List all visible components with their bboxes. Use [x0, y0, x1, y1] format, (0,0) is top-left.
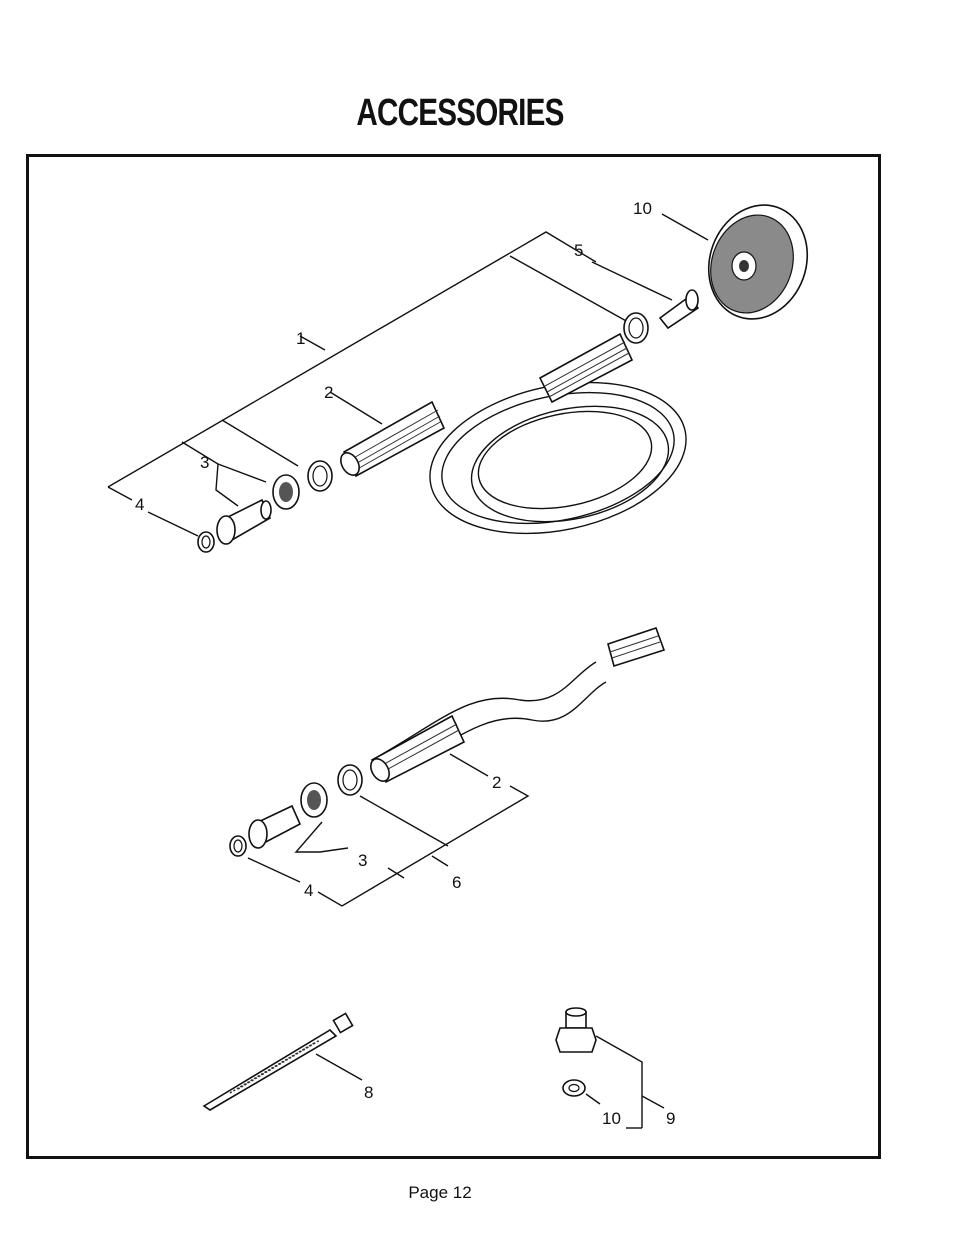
callout-1: 1 — [296, 329, 305, 348]
adapter-9 — [555, 1007, 665, 1128]
callout-4-lower: 4 — [304, 881, 313, 900]
washer-10 — [562, 1079, 642, 1129]
leader-lines-upper — [107, 213, 709, 537]
page-title: ACCESSORIES — [356, 92, 564, 134]
callout-3-upper: 3 — [200, 453, 209, 472]
leader-lines-lower — [247, 753, 530, 907]
callout-5: 5 — [574, 241, 583, 260]
diagram-frame — [26, 154, 881, 1159]
filter-disc-10 — [707, 204, 809, 320]
fittings-lower — [229, 764, 363, 857]
callout-10-upper: 10 — [633, 199, 652, 218]
callout-8: 8 — [364, 1083, 373, 1102]
callout-6: 6 — [452, 873, 461, 892]
hose-lower — [370, 626, 666, 784]
callout-3-lower: 3 — [358, 851, 367, 870]
callout-2-upper: 2 — [324, 383, 333, 402]
callout-2-lower: 2 — [492, 773, 501, 792]
callout-10-lower: 10 — [602, 1109, 621, 1128]
cable-tie-8 — [202, 1012, 363, 1111]
fittings-upper — [197, 289, 700, 553]
hose-upper — [340, 332, 687, 535]
callout-9: 9 — [666, 1109, 675, 1128]
callout-4-upper: 4 — [135, 495, 144, 514]
page-number: Page 12 — [408, 1183, 472, 1202]
